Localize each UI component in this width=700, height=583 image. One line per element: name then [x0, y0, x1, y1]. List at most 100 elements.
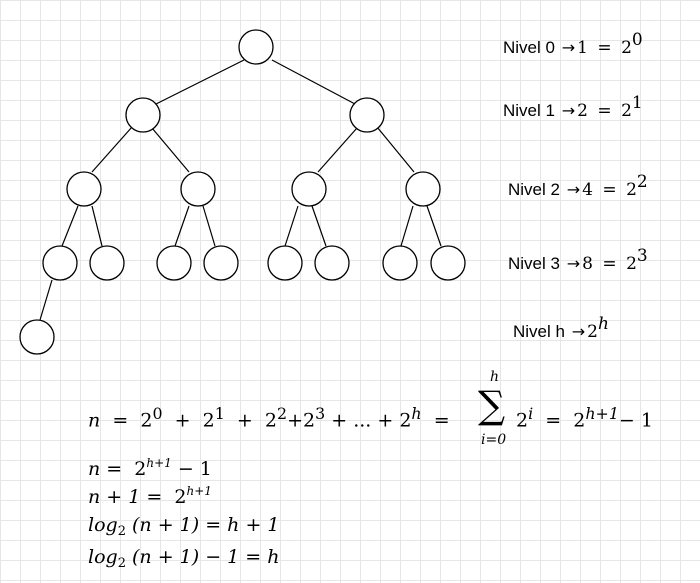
level-exp: 0 [631, 30, 643, 50]
level-eq: = [602, 180, 617, 200]
derivation-exp: h+1 [146, 456, 172, 470]
edge [376, 126, 415, 173]
level-label-1: Nivel 1 →2 = 21 [503, 95, 643, 122]
arrow-icon: → [561, 101, 576, 120]
derivation-line-4: log2 (n + 1) − 1 = h [88, 546, 280, 571]
derivation-line-3: log2 (n + 1) = h + 1 [88, 514, 280, 539]
plus-sign: + [287, 409, 304, 432]
level-prefix: Nivel 2 [508, 180, 560, 199]
edge [317, 127, 358, 173]
edge [91, 205, 103, 247]
level-exp: 2 [636, 172, 648, 192]
tree-node [349, 97, 385, 133]
sigma-term-exp: i [528, 404, 534, 423]
edge [426, 205, 442, 247]
log-arg: (n + 1) [132, 514, 200, 536]
sigma-lower: i=0 [481, 432, 507, 448]
level-prefix: Nivel 3 [508, 254, 560, 273]
tree-node [267, 245, 303, 281]
edge [311, 205, 327, 247]
term-exp: 1 [214, 404, 225, 423]
derivation-rhs: h + 1 [227, 514, 280, 536]
edge [91, 126, 133, 173]
level-eq: = [597, 101, 612, 121]
term-exp: 0 [152, 404, 163, 423]
derivation-rhs: h [267, 546, 280, 568]
tree-node [156, 245, 192, 281]
level-base: 2 [587, 322, 598, 342]
level-label-2: Nivel 2 →4 = 22 [508, 174, 648, 201]
level-count: 2 [577, 101, 588, 121]
result-tail: − 1 [618, 409, 653, 432]
level-eq: = [597, 38, 612, 58]
edge [174, 205, 190, 247]
sum-equation: n = 20 + 21 + 22+23 + ... + 2h = [88, 404, 450, 431]
term-base: 2 [202, 409, 215, 432]
level-prefix: Nivel h [513, 322, 565, 341]
result-exp: h+1 [585, 404, 619, 423]
sigma-term-base: 2 [516, 409, 529, 432]
eq-lhs: n [88, 409, 101, 432]
tree-node [180, 171, 216, 207]
sigma-upper: h [490, 369, 500, 385]
term-base: 2 [140, 409, 153, 432]
level-eq: = [602, 254, 617, 274]
log-arg: (n + 1) − 1 [132, 546, 240, 568]
eq-sign: = [545, 409, 562, 432]
tree-node [203, 245, 239, 281]
edge [151, 127, 190, 173]
derivation-base: 2 [174, 486, 187, 508]
term-exp: h [411, 404, 422, 423]
level-count: 4 [582, 180, 593, 200]
log-base: 2 [117, 524, 126, 539]
level-prefix: Nivel 1 [503, 101, 555, 120]
derivation-lhs: n + 1 [88, 486, 141, 508]
plus-sign: + [174, 409, 191, 432]
term-base: 2 [303, 409, 316, 432]
level-base: 2 [626, 180, 637, 200]
ellipsis: + ... + [331, 409, 394, 432]
tree-node [291, 171, 327, 207]
edge [271, 59, 356, 105]
sum-result: 2i = 2h+1− 1 [516, 404, 653, 431]
tree-node [89, 245, 125, 281]
level-label-h: Nivel h →2h [513, 316, 609, 343]
derivation-exp: h+1 [186, 484, 212, 498]
level-base: 2 [621, 38, 632, 58]
tree-node [382, 245, 418, 281]
eq-sign: = [433, 409, 450, 432]
tree-node [19, 319, 55, 355]
edge [400, 205, 414, 247]
tree-node [125, 97, 161, 133]
sigma-icon: ∑ [478, 383, 506, 427]
level-exp: 3 [636, 246, 648, 266]
derivation-lhs: n [88, 458, 101, 480]
edge [284, 205, 299, 247]
eq-sign: = [112, 409, 129, 432]
derivation-base: 2 [134, 458, 147, 480]
edge [155, 59, 245, 105]
log-base: 2 [117, 556, 126, 571]
level-label-0: Nivel 0 →1 = 20 [503, 32, 643, 59]
tree-edges [39, 59, 442, 321]
level-count: 8 [582, 254, 593, 274]
derivation-line-1: n = 2h+1 − 1 [88, 456, 212, 480]
level-label-3: Nivel 3 →8 = 23 [508, 248, 648, 275]
edge [39, 279, 53, 321]
log-fn: log [88, 546, 118, 568]
result-base: 2 [573, 409, 586, 432]
level-exp: h [597, 314, 609, 334]
level-prefix: Nivel 0 [503, 38, 555, 57]
tree-node [405, 171, 441, 207]
arrow-icon: → [566, 254, 581, 273]
derivation-line-2: n + 1 = 2h+1 [88, 484, 212, 508]
term-base: 2 [399, 409, 412, 432]
arrow-icon: → [561, 38, 576, 57]
arrow-icon: → [571, 322, 586, 341]
edge [202, 205, 216, 247]
term-exp: 3 [315, 404, 326, 423]
level-base: 2 [626, 254, 637, 274]
tree-node [238, 29, 274, 65]
